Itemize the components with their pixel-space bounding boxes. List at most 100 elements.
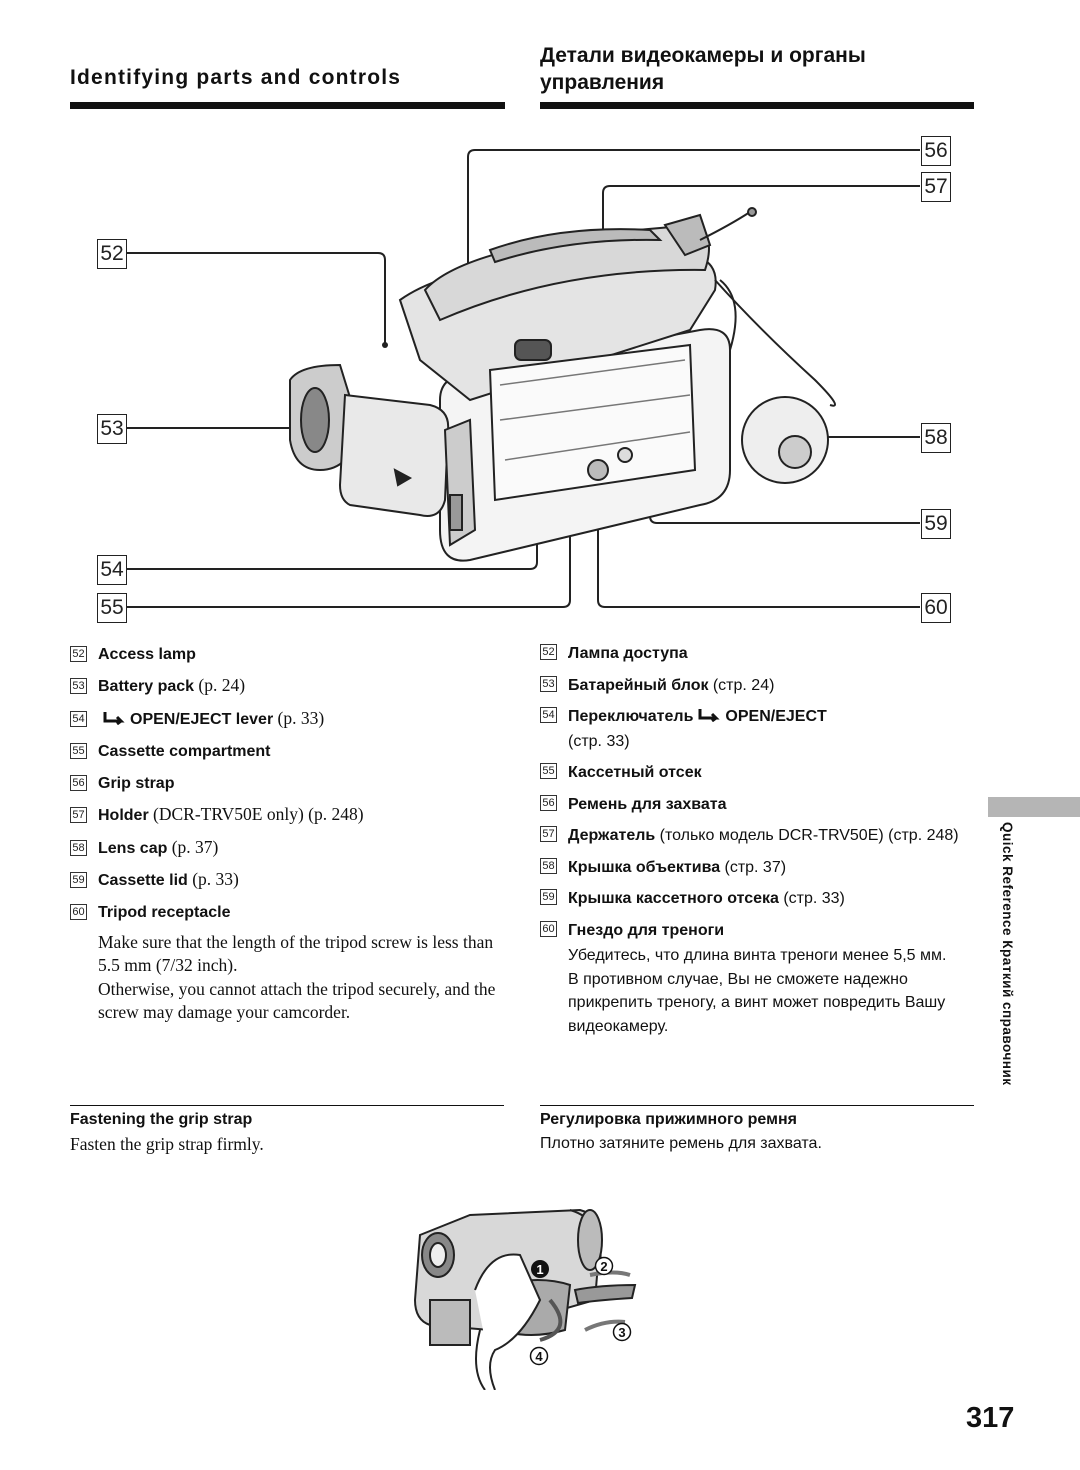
- item-label: Переключатель: [568, 708, 694, 725]
- item-number: 57: [70, 807, 87, 824]
- item-note: Otherwise, you cannot attach the tripod …: [98, 978, 496, 1023]
- item-label: Крышка объектива: [568, 858, 721, 876]
- callout-55: 55: [97, 593, 127, 623]
- callout-54: 54: [97, 555, 127, 585]
- item-label: Holder: [98, 807, 149, 825]
- item-number: 53: [540, 675, 557, 692]
- callout-60: 60: [921, 593, 951, 623]
- fastening-rule-ru: [540, 1105, 974, 1106]
- list-item: 56 Ремень для захвата: [540, 789, 972, 821]
- item-ref: (p. 24): [198, 675, 246, 696]
- item-label: Держатель: [568, 827, 656, 844]
- list-item: 58 Lens cap (p. 37): [70, 832, 502, 864]
- item-ref: (только модель DCR-TRV50E) (стр. 248): [659, 827, 959, 844]
- step-marker-4: 4: [529, 1346, 549, 1366]
- callout-52: 52: [97, 239, 127, 269]
- item-ref: (стр. 33): [568, 732, 630, 750]
- step-2-label: 2: [600, 1259, 607, 1274]
- item-label-2: OPEN/EJECT: [725, 708, 827, 725]
- item-number: 54: [540, 707, 557, 723]
- item-number: 60: [70, 904, 87, 921]
- item-label: Lens cap: [98, 839, 168, 857]
- item-number: 58: [540, 857, 557, 874]
- step-marker-1: 1: [531, 1260, 549, 1278]
- list-item: 55 Кассетный отсек: [540, 757, 972, 789]
- item-label: OPEN/EJECT lever: [130, 710, 274, 728]
- step-marker-2: 2: [594, 1256, 614, 1276]
- list-item: 53 Батарейный блок (стр. 24): [540, 670, 972, 702]
- side-tab-bar: [988, 797, 1080, 817]
- page-number: 317: [966, 1402, 1015, 1434]
- grip-strap-illustration: [413, 1208, 637, 1390]
- list-item: 56 Grip strap: [70, 767, 502, 799]
- item-number: 58: [70, 839, 87, 856]
- list-item: 53 Battery pack (p. 24): [70, 670, 502, 702]
- item-label: Tripod receptacle: [98, 904, 231, 922]
- item-ref: (стр. 37): [724, 858, 787, 876]
- list-item: 57 Держатель (только модель DCR-TRV50E) (…: [540, 820, 972, 852]
- item-label: Battery pack: [98, 678, 195, 696]
- item-number: 60: [540, 920, 557, 937]
- item-note: Убедитесь, что длина винта треноги менее…: [568, 947, 947, 964]
- page-title-en: Identifying parts and controls: [70, 66, 402, 89]
- callout-56: 56: [921, 136, 951, 166]
- list-item: 54 OPEN/EJECT lever (p. 33): [70, 703, 502, 735]
- list-item: 52 Access lamp: [70, 638, 502, 670]
- camcorder-diagram: [127, 149, 920, 608]
- callout-53: 53: [97, 414, 127, 444]
- side-tab-label: Quick Reference Краткий справочник: [1000, 822, 1015, 1086]
- item-number: 52: [540, 644, 557, 660]
- lever-arrow-icon: [698, 709, 721, 722]
- item-number: 57: [540, 826, 557, 842]
- header-rule-en: [70, 102, 505, 109]
- fastening-body-en: Fasten the grip strap firmly.: [70, 1134, 264, 1154]
- item-label: Cassette lid: [98, 872, 188, 890]
- item-number: 56: [70, 775, 87, 792]
- list-item: 54 Переключатель OPEN/EJECT (стр. 33): [540, 701, 972, 757]
- page-title-ru: Детали видеокамеры и органы управления: [540, 44, 866, 94]
- item-ref: (стр. 33): [783, 890, 845, 907]
- item-label: Cassette compartment: [98, 742, 271, 760]
- fastening-body-ru: Плотно затяните ремень для захвата.: [540, 1135, 822, 1152]
- item-number: 54: [70, 710, 87, 727]
- step-4-label: 4: [535, 1349, 543, 1364]
- list-item: 60 Tripod receptacle Make sure that the l…: [70, 896, 502, 1024]
- item-number: 55: [70, 742, 87, 759]
- list-item: 60 Гнездо для треноги Убедитесь, что длин…: [540, 915, 972, 1043]
- item-note: В противном случае, Вы не сможете надежн…: [568, 970, 946, 1035]
- fastening-title-ru: Регулировка прижимного ремня: [540, 1111, 797, 1128]
- fastening-title-en: Fastening the grip strap: [70, 1111, 253, 1128]
- step-3-label: 3: [618, 1325, 625, 1340]
- item-ref: (DCR-TRV50E only) (p. 248): [153, 804, 364, 825]
- item-label: Ремень для захвата: [568, 795, 727, 813]
- item-number: 52: [70, 646, 87, 662]
- item-label: Кассетный отсек: [568, 764, 702, 781]
- item-label: Access lamp: [98, 646, 196, 663]
- item-ref: (стр. 24): [712, 676, 775, 694]
- item-ref: (p. 33): [277, 707, 325, 728]
- fastening-rule-en: [70, 1105, 504, 1106]
- header-rule-ru: [540, 102, 974, 109]
- item-number: 55: [540, 763, 557, 779]
- callout-58: 58: [921, 423, 951, 453]
- callout-59: 59: [921, 509, 951, 539]
- item-note: Make sure that the length of the tripod …: [98, 931, 494, 976]
- item-number: 59: [70, 872, 87, 889]
- item-ref: (p. 37): [171, 836, 219, 857]
- item-label: Grip strap: [98, 775, 175, 793]
- list-item: 55 Cassette compartment: [70, 735, 502, 767]
- callout-57: 57: [921, 172, 951, 202]
- list-item: 57 Holder (DCR-TRV50E only) (p. 248): [70, 799, 502, 831]
- item-number: 53: [70, 678, 87, 695]
- step-marker-3: 3: [612, 1322, 632, 1342]
- item-label: Гнездо для треноги: [568, 921, 725, 939]
- lever-arrow-icon: [103, 711, 125, 725]
- step-1-label: 1: [536, 1262, 543, 1277]
- item-number: 56: [540, 794, 557, 811]
- item-label: Батарейный блок: [568, 676, 709, 694]
